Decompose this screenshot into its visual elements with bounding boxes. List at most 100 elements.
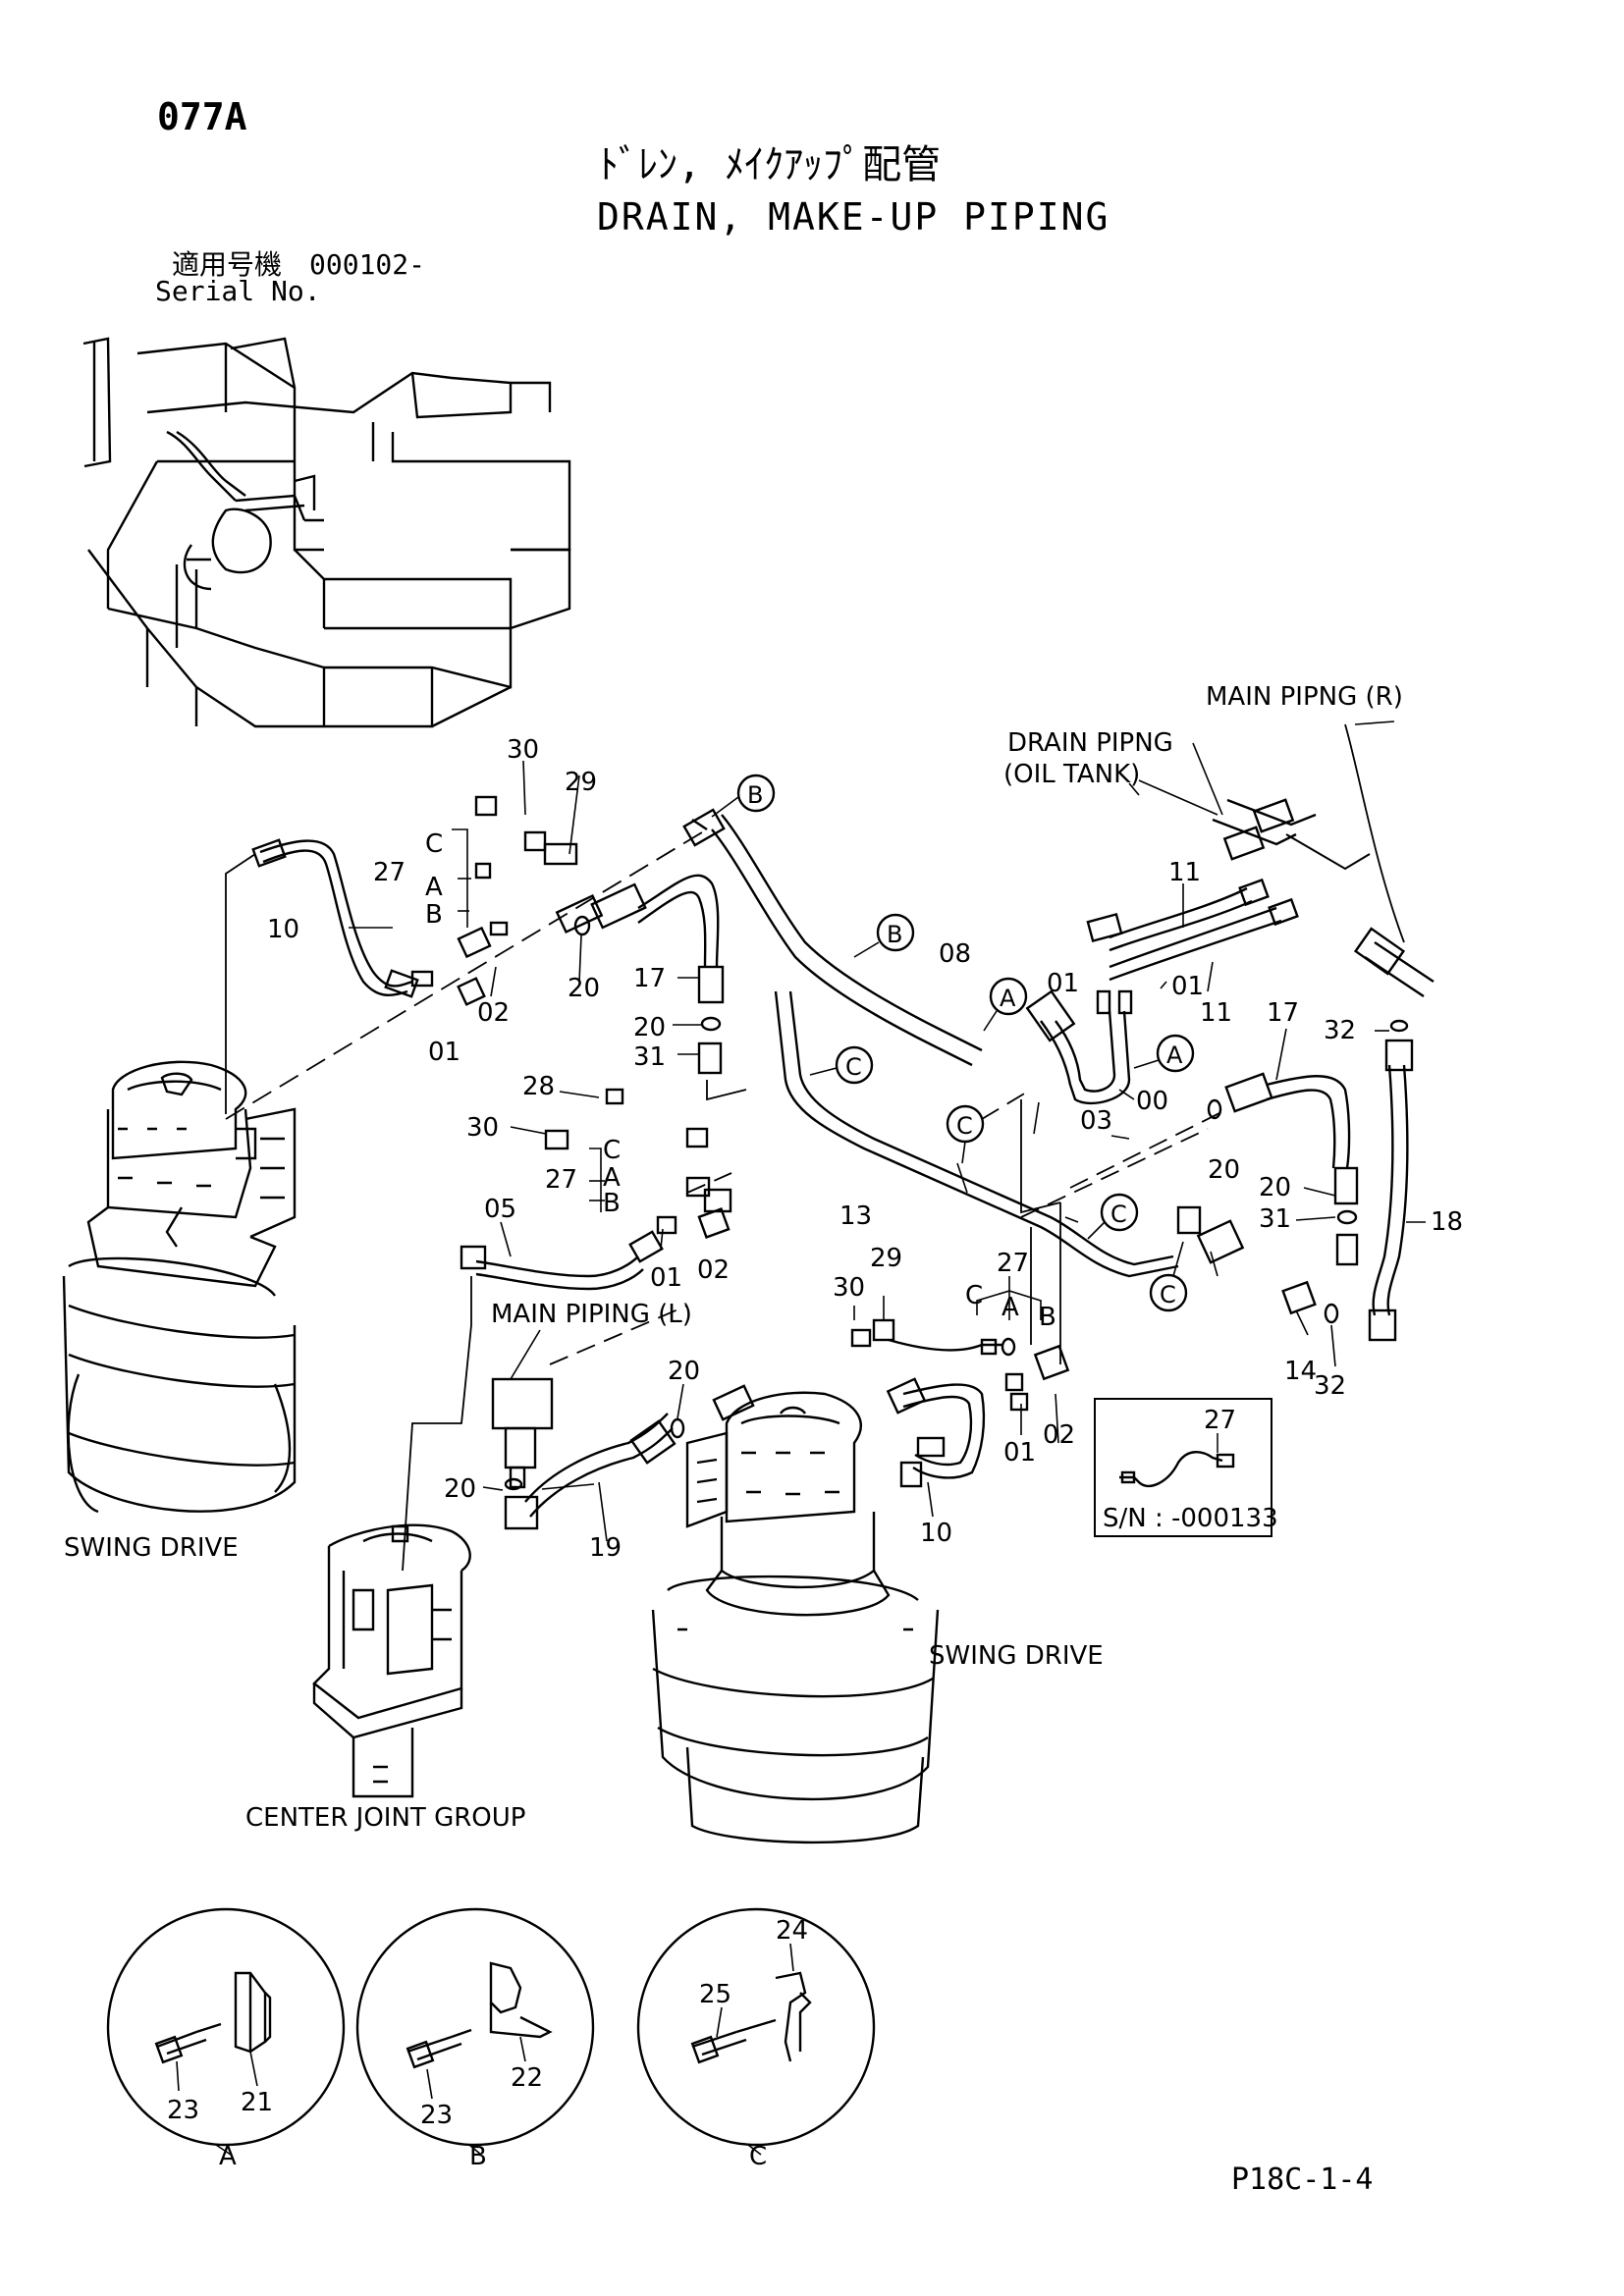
fittings [251, 795, 1414, 1530]
component-labels: MAIN PIPNG (R) DRAIN PIPNG (OIL TANK) MA… [64, 682, 1403, 1833]
part-02-c: 02 [1043, 1420, 1075, 1450]
part-00: 00 [1136, 1087, 1168, 1116]
part-27-inset: 27 [1204, 1406, 1236, 1435]
detail-a: 23 21 A [106, 1907, 346, 2171]
part-20-e: 20 [668, 1357, 700, 1386]
part-08: 08 [939, 939, 971, 969]
part-18: 18 [1431, 1207, 1463, 1237]
part-20-f: 20 [444, 1474, 476, 1504]
callouts: B B A A C [711, 774, 1195, 1312]
callout-b-1: B [711, 774, 776, 818]
page-title-japanese: ﾄﾞﾚﾝ, ﾒｲｸｱｯﾌﾟ配管 [599, 142, 942, 187]
svg-text:C: C [1110, 1201, 1127, 1228]
detail-c: 24 25 C [636, 1907, 876, 2171]
part-31-a: 31 [633, 1042, 666, 1072]
part-01-d: 01 [650, 1263, 682, 1293]
machine-overview-sketch [82, 337, 571, 728]
serial-number-range: 適用号機 000102- [172, 248, 426, 281]
part-01-e: 01 [1003, 1438, 1036, 1468]
detail-b: 23 22 B [355, 1907, 595, 2171]
svg-text:C: C [956, 1112, 973, 1140]
part-20-a: 20 [568, 974, 600, 1003]
detail-b-label: B [469, 2142, 487, 2171]
part-29-a: 29 [565, 768, 597, 797]
part-27-a-b: B [425, 900, 443, 930]
part-30-c: 30 [833, 1273, 865, 1303]
callout-b-2: B [853, 913, 915, 958]
part-10-b: 10 [920, 1519, 952, 1548]
piping-lines [225, 723, 1435, 1572]
detail-c-label: C [749, 2142, 767, 2171]
part-27-b: 27 [545, 1165, 577, 1195]
part-25: 25 [699, 1980, 731, 2009]
part-27-a-a: A [425, 873, 443, 902]
svg-text:B: B [887, 921, 902, 948]
part-10-a: 10 [267, 915, 299, 944]
label-oil-tank: (OIL TANK) [1003, 760, 1140, 789]
svg-text:C: C [845, 1053, 862, 1081]
part-20-b: 20 [633, 1013, 666, 1042]
part-31-b: 31 [1259, 1204, 1291, 1234]
part-27-a-c: C [425, 829, 443, 859]
part-numbers: 30 29 27 C A B 10 20 02 01 17 20 31 08 1… [267, 735, 1463, 1563]
part-02-a: 02 [477, 998, 510, 1028]
part-27-c-b: B [1039, 1303, 1056, 1332]
svg-text:C: C [1160, 1281, 1176, 1308]
serial-inset: S/N : -000133 27 [1094, 1398, 1278, 1537]
part-17-b: 17 [1267, 998, 1299, 1028]
part-27-b-a: A [603, 1163, 621, 1193]
callout-a-1: A [983, 977, 1028, 1032]
part-20-c: 20 [1208, 1155, 1240, 1185]
part-29-b: 29 [870, 1244, 902, 1273]
label-swing-drive-left: SWING DRIVE [64, 1533, 239, 1563]
label-main-piping-r: MAIN PIPNG (R) [1206, 682, 1403, 712]
part-30-b: 30 [466, 1113, 499, 1143]
label-drain-piping: DRAIN PIPNG [1007, 728, 1173, 758]
detail-a-label: A [219, 2142, 237, 2171]
part-02-b: 02 [697, 1255, 730, 1285]
part-27-c-a: A [1001, 1293, 1019, 1322]
callout-c-3: C [1087, 1193, 1139, 1240]
part-27-b-c: C [603, 1136, 621, 1165]
part-01-c: 01 [1171, 972, 1204, 1001]
part-23-b: 23 [420, 2101, 453, 2130]
swing-drive-left-drawing [62, 1060, 297, 1514]
serial-number-label: Serial No. [155, 275, 321, 307]
part-32-b: 32 [1314, 1371, 1346, 1401]
part-22: 22 [511, 2063, 543, 2093]
page-reference: P18C-1-4 [1231, 2163, 1374, 2197]
label-swing-drive-right: SWING DRIVE [929, 1641, 1104, 1671]
leader-lines [349, 721, 1426, 1542]
svg-text:A: A [1166, 1041, 1183, 1069]
label-center-joint-group: CENTER JOINT GROUP [245, 1803, 525, 1833]
page-code: 077A [157, 95, 247, 138]
part-17-a: 17 [633, 964, 666, 993]
part-19: 19 [589, 1533, 622, 1563]
part-27-a: 27 [373, 858, 406, 887]
inset-serial-text: S/N : -000133 [1103, 1504, 1278, 1533]
svg-text:A: A [1000, 985, 1016, 1012]
part-11-a: 11 [1168, 858, 1201, 887]
callout-c-1: C [809, 1045, 874, 1085]
part-32-a: 32 [1324, 1016, 1356, 1045]
svg-text:B: B [747, 781, 763, 809]
part-27-c-c: C [965, 1281, 983, 1310]
center-joint-drawing [312, 1523, 471, 1798]
part-01-a: 01 [428, 1038, 460, 1067]
swing-drive-right-drawing [651, 1391, 940, 1844]
callout-a-2: A [1133, 1034, 1195, 1073]
part-21: 21 [241, 2088, 273, 2117]
part-23-a: 23 [167, 2096, 199, 2125]
page-title: DRAIN, MAKE-UP PIPING [597, 195, 1110, 239]
callout-c-4: C [1149, 1241, 1188, 1312]
part-30-a: 30 [507, 735, 539, 765]
part-14: 14 [1284, 1357, 1317, 1386]
part-27-b-b: B [603, 1189, 621, 1218]
part-05: 05 [484, 1195, 516, 1224]
part-03: 03 [1080, 1106, 1112, 1136]
part-28: 28 [522, 1072, 555, 1101]
part-13: 13 [839, 1201, 872, 1231]
part-01-b: 01 [1047, 969, 1079, 998]
